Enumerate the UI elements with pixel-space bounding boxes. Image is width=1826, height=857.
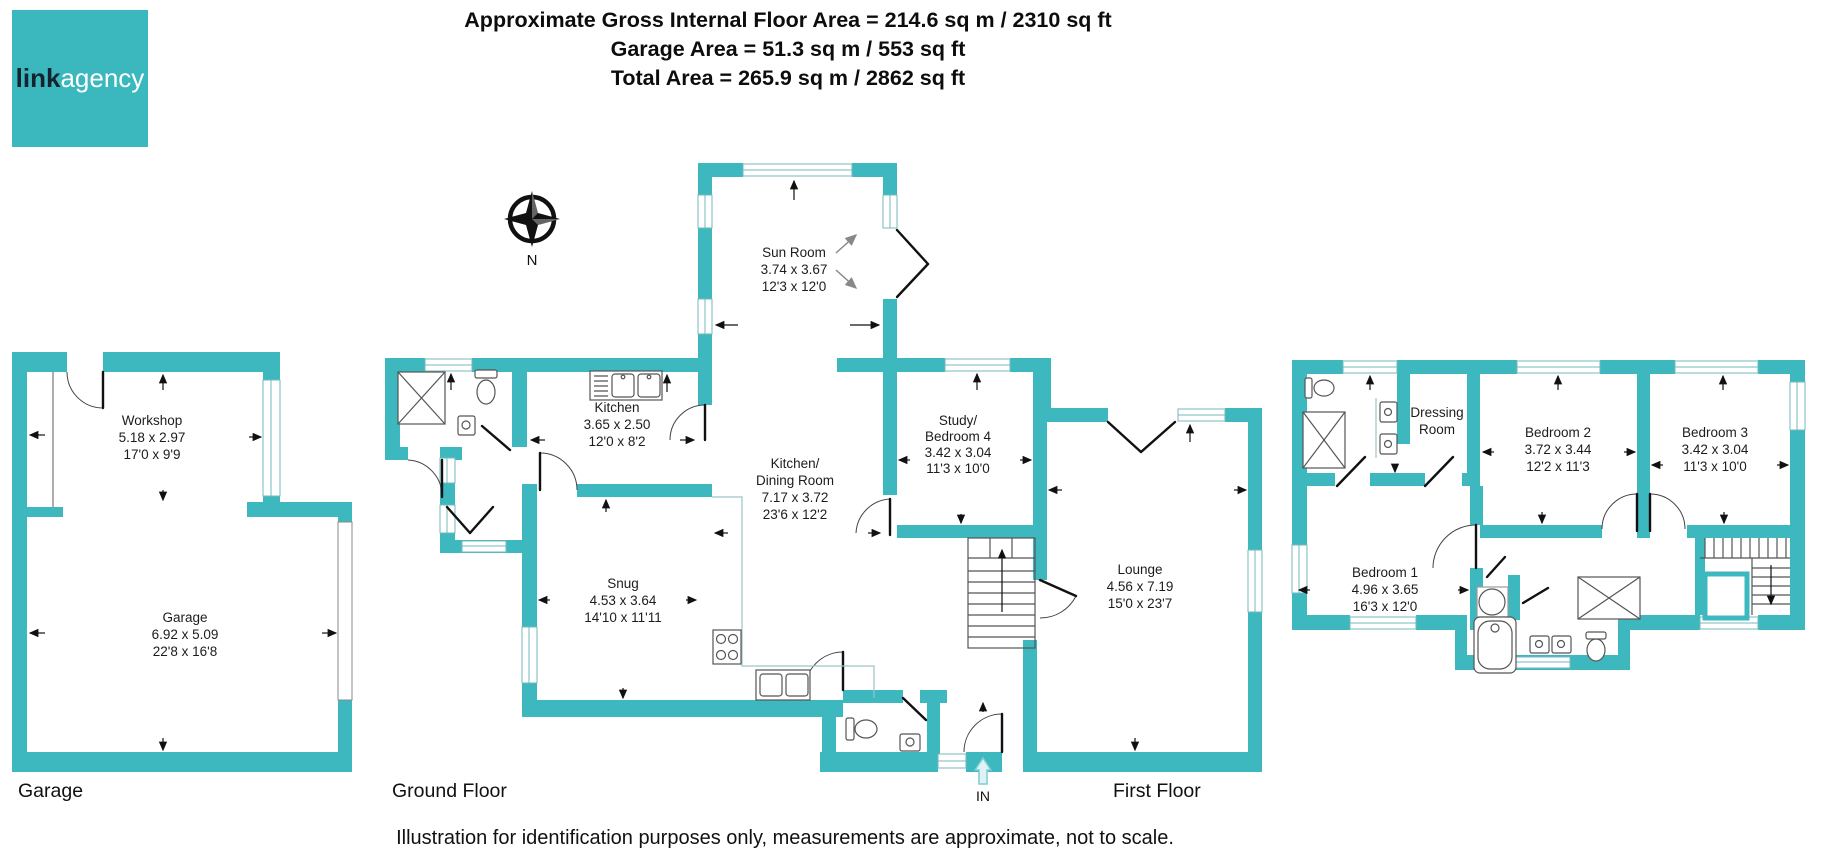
- entrance-in-label: IN: [976, 788, 990, 804]
- floor-label-ground: Ground Floor: [392, 780, 507, 802]
- garage-door-opening: [337, 521, 353, 701]
- room-label-dressing-1: Dressing: [1410, 405, 1463, 420]
- logo-text-bold: link: [15, 63, 61, 93]
- room-dim-kitchen-ft: 12'0 x 8'2: [589, 434, 646, 449]
- room-dim-workshop-m: 5.18 x 2.97: [119, 430, 186, 445]
- ff-basins-icon: [1375, 398, 1398, 458]
- room-dim-kitchen-dining-ft: 23'6 x 12'2: [763, 507, 827, 522]
- area-summary: Approximate Gross Internal Floor Area = …: [0, 6, 1576, 93]
- room-label-dressing-2: Room: [1419, 422, 1455, 437]
- door-leaves: [101, 228, 1652, 754]
- room-dim-bedroom1-ft: 16'3 x 12'0: [1353, 599, 1417, 614]
- room-label-bedroom1: Bedroom 1: [1352, 565, 1418, 580]
- room-dim-bedroom3-ft: 11'3 x 10'0: [1683, 459, 1746, 474]
- floor-label-first: First Floor: [1113, 780, 1201, 802]
- room-label-garage: Garage: [162, 610, 207, 625]
- bath-basin-icon: [1476, 586, 1509, 618]
- room-label-bedroom2: Bedroom 2: [1525, 425, 1591, 440]
- compass-north-label: N: [527, 252, 538, 269]
- kitchen-sink-icon: [589, 370, 663, 401]
- room-dim-study-ft: 11'3 x 10'0: [926, 461, 989, 476]
- staircase-first: [1700, 538, 1790, 621]
- bathtub-icon: [1473, 616, 1517, 674]
- floor-label-garage: Garage: [18, 780, 84, 802]
- room-dim-snug-ft: 14'10 x 11'11: [584, 610, 661, 625]
- ff-shower-icon: [1302, 411, 1346, 469]
- roof-slope-arrows: [835, 233, 858, 290]
- room-label-kitchen: Kitchen: [594, 400, 639, 415]
- disclaimer-text: Illustration for identification purposes…: [396, 827, 1174, 849]
- ff-toilet-icon: [1304, 377, 1335, 399]
- hob-icon: [712, 629, 742, 665]
- room-dim-bedroom2-ft: 12'2 x 11'3: [1526, 459, 1589, 474]
- total-area-line: Total Area = 265.9 sq m / 2862 sq ft: [610, 66, 966, 90]
- window-midlines: [270, 169, 1798, 762]
- room-dim-sun-room-m: 3.74 x 3.67: [761, 262, 828, 277]
- room-dim-kitchen-dining-m: 7.17 x 3.72: [762, 490, 829, 505]
- counter-outline: [712, 496, 875, 698]
- agency-logo: linkagency: [12, 10, 148, 147]
- gross-area-line: Approximate Gross Internal Floor Area = …: [464, 8, 1112, 32]
- room-dim-workshop-ft: 17'0 x 9'9: [124, 447, 181, 462]
- room-dim-lounge-m: 4.56 x 7.19: [1107, 579, 1174, 594]
- room-label-kitchen-dining-1: Kitchen/: [771, 456, 820, 471]
- room-label-study-1: Study/: [939, 413, 978, 428]
- room-labels: Workshop 5.18 x 2.97 17'0 x 9'9 Garage 6…: [119, 245, 1749, 659]
- entrance-in-arrow: [973, 756, 993, 785]
- compass-icon: [504, 191, 560, 247]
- room-dim-lounge-ft: 15'0 x 23'7: [1108, 596, 1172, 611]
- basin-icon: [457, 415, 476, 436]
- toilet-icon: [474, 369, 498, 405]
- room-dim-kitchen-m: 3.65 x 2.50: [584, 417, 651, 432]
- logo-text-light: agency: [60, 63, 145, 93]
- wc-toilet-icon: [845, 717, 878, 741]
- dining-sink-icon: [755, 669, 811, 701]
- garage-area-line: Garage Area = 51.3 sq m / 553 sq ft: [610, 37, 966, 61]
- room-label-kitchen-dining-2: Dining Room: [756, 473, 834, 488]
- room-dim-study-m: 3.42 x 3.04: [925, 445, 992, 460]
- room-label-workshop: Workshop: [122, 413, 183, 428]
- shower-icon: [397, 371, 446, 425]
- fixtures-layer: [52, 369, 1790, 752]
- room-label-study-2: Bedroom 4: [925, 429, 992, 444]
- dimension-arrows: [28, 179, 1790, 752]
- room-label-sun-room: Sun Room: [762, 245, 826, 260]
- room-label-lounge: Lounge: [1117, 562, 1162, 577]
- wc-basin-icon: [899, 733, 921, 752]
- bathroom-toilet-icon: [1585, 631, 1607, 662]
- room-dim-bedroom2-m: 3.72 x 3.44: [1525, 442, 1592, 457]
- room-dim-bedroom1-m: 4.96 x 3.65: [1352, 582, 1419, 597]
- room-dim-garage-m: 6.92 x 5.09: [152, 627, 219, 642]
- room-dim-bedroom3-m: 3.42 x 3.04: [1682, 442, 1749, 457]
- room-dim-sun-room-ft: 12'3 x 12'0: [762, 279, 826, 294]
- bathroom-basins-icon: [1529, 635, 1572, 654]
- cylinder-cupboard-icon: [1577, 576, 1641, 620]
- room-dim-garage-ft: 22'8 x 16'8: [153, 644, 217, 659]
- room-dim-snug-m: 4.53 x 3.64: [590, 593, 657, 608]
- staircase-ground: [967, 537, 1036, 649]
- room-label-bedroom3: Bedroom 3: [1682, 425, 1748, 440]
- room-label-snug: Snug: [607, 576, 639, 591]
